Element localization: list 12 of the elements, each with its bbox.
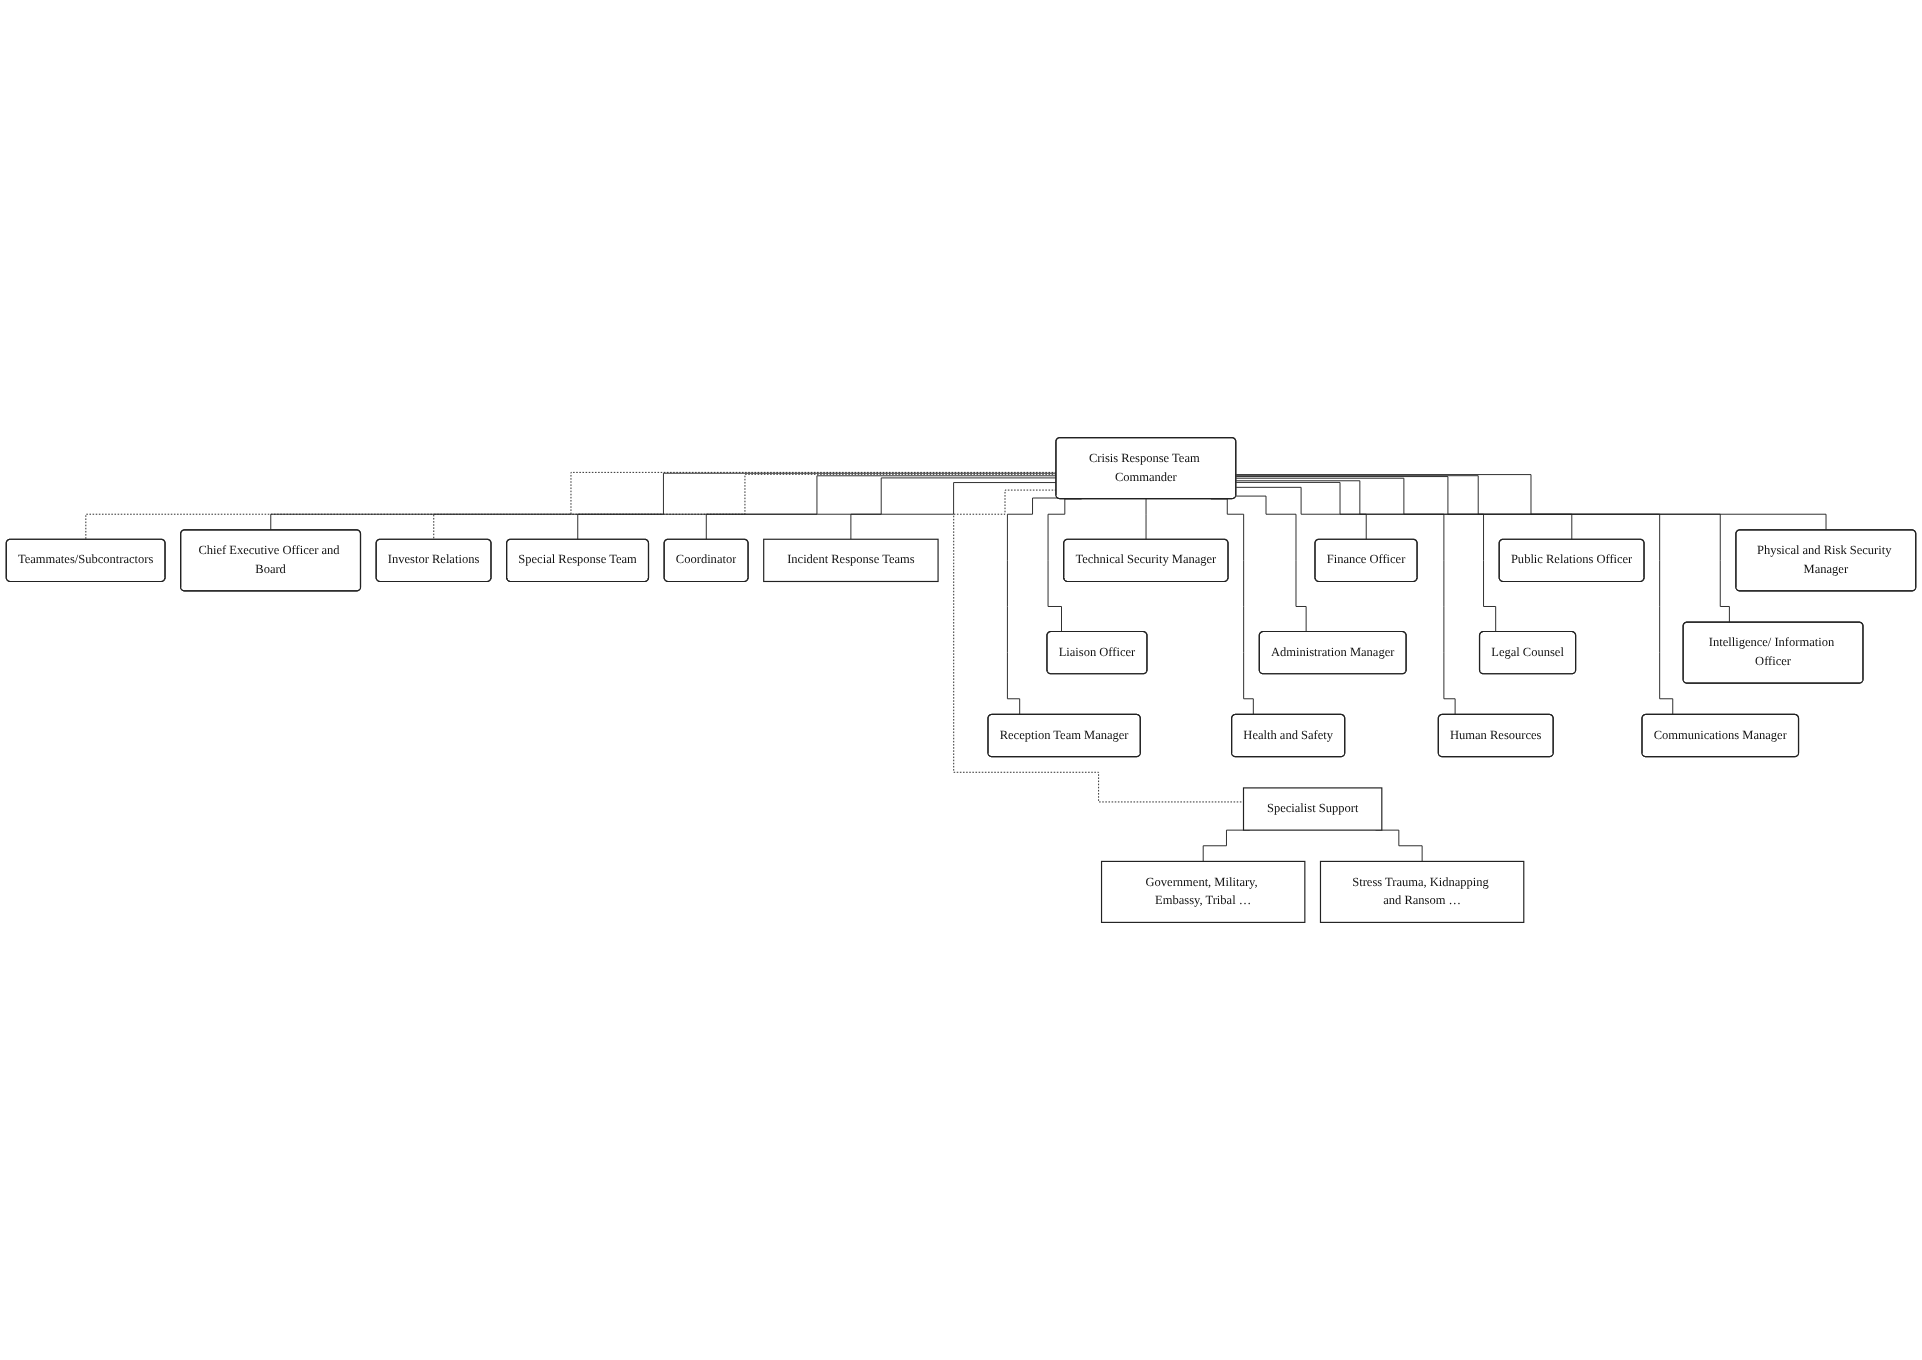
- connector: [850, 482, 1057, 540]
- connector: [1235, 477, 1573, 541]
- connector: [1235, 474, 1827, 531]
- connector: [85, 471, 1057, 541]
- connector: [1235, 486, 1367, 541]
- connector: [953, 489, 1244, 803]
- connector: [1145, 498, 1147, 541]
- connector: [433, 473, 1057, 541]
- connector: [270, 472, 1057, 531]
- connector: [577, 475, 1057, 541]
- connector: [705, 477, 1057, 541]
- connector: [1006, 497, 1059, 716]
